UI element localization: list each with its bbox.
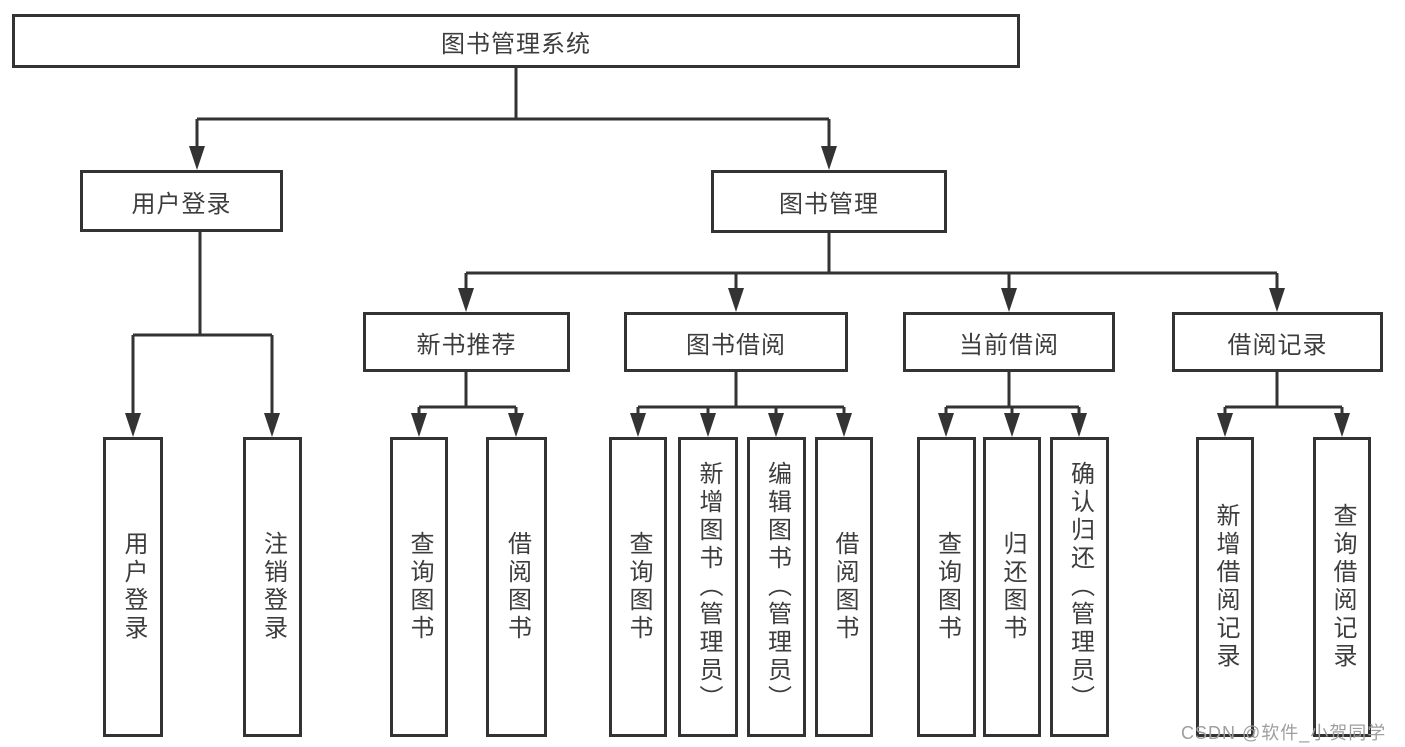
leaf-query-books-current: 查询图书 xyxy=(917,437,976,737)
leaf-label: 归还图书 xyxy=(999,531,1026,643)
arrowheads xyxy=(125,146,1350,437)
watermark: CSDN @软件_小贺同学 xyxy=(1181,723,1387,743)
connector-path xyxy=(131,68,1344,413)
node-label: 图书管理系统 xyxy=(441,30,591,58)
leaf-label: 用户登录 xyxy=(120,531,147,643)
node-library-management-system: 图书管理系统 xyxy=(12,14,1020,68)
node-label: 新书推荐 xyxy=(416,331,517,359)
leaf-logout: 注销登录 xyxy=(243,437,302,737)
node-label: 当前借阅 xyxy=(959,331,1059,359)
leaf-query-books: 查询图书 xyxy=(609,437,667,737)
node-book-borrow: 图书借阅 xyxy=(624,312,848,372)
leaf-label: 新增借阅记录 xyxy=(1212,503,1239,671)
node-current-borrow: 当前借阅 xyxy=(903,312,1115,372)
leaf-query-borrow-record: 查询借阅记录 xyxy=(1313,437,1371,737)
leaf-confirm-return-admin: 确认归还（管理员） xyxy=(1050,437,1109,737)
node-user-login: 用户登录 xyxy=(80,170,283,232)
leaf-label: 查询借阅记录 xyxy=(1329,503,1356,671)
leaf-label: 查询图书 xyxy=(933,531,961,643)
leaf-query-books-recommend: 查询图书 xyxy=(390,437,448,737)
node-new-book-recommend: 新书推荐 xyxy=(363,312,570,372)
node-label: 用户登录 xyxy=(131,190,232,218)
leaf-add-books-admin: 新增图书（管理员） xyxy=(678,437,738,737)
leaf-label: 查询图书 xyxy=(406,531,433,643)
node-label: 图书管理 xyxy=(779,191,879,218)
leaf-return-books: 归还图书 xyxy=(983,437,1041,737)
leaf-borrow-books: 借阅图书 xyxy=(815,437,873,737)
leaf-add-borrow-record: 新增借阅记录 xyxy=(1196,437,1254,737)
leaf-label: 借阅图书 xyxy=(503,531,531,643)
leaf-label: 确认归还（管理员） xyxy=(1066,461,1094,713)
leaf-label: 借阅图书 xyxy=(831,531,858,643)
node-label: 借阅记录 xyxy=(1227,331,1328,359)
leaf-label: 编辑图书（管理员） xyxy=(763,461,791,713)
leaf-borrow-books-recommend: 借阅图书 xyxy=(486,437,547,737)
node-borrow-records: 借阅记录 xyxy=(1172,312,1383,372)
leaf-label: 新增图书（管理员） xyxy=(695,461,722,713)
leaf-label: 注销登录 xyxy=(259,531,287,643)
leaf-label: 查询图书 xyxy=(625,531,652,643)
node-book-management: 图书管理 xyxy=(711,170,947,233)
node-label: 图书借阅 xyxy=(686,331,786,359)
leaf-edit-books-admin: 编辑图书（管理员） xyxy=(747,437,806,737)
leaf-user-login: 用户登录 xyxy=(103,437,163,737)
